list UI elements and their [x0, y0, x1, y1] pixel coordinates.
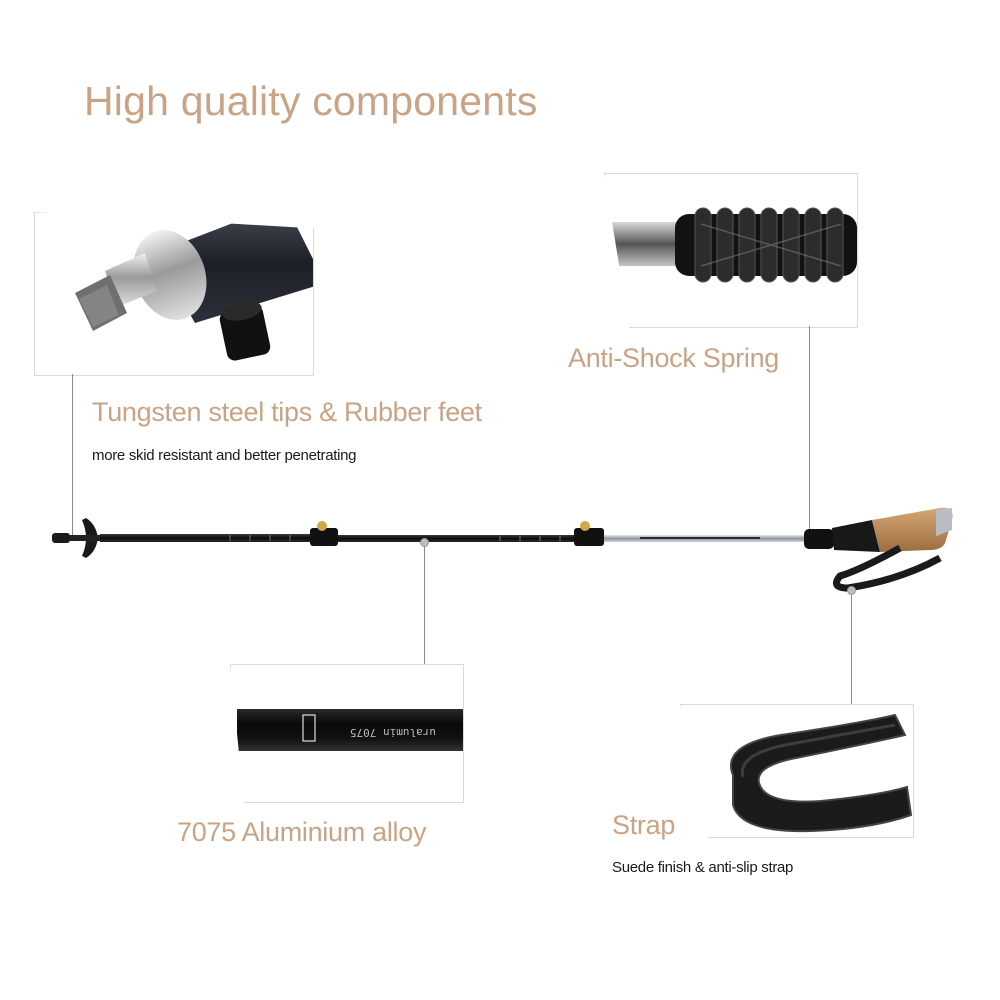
alloy-callout-line [424, 542, 425, 664]
aluminium-shaft-image: uralumin 7075 [237, 709, 463, 751]
tips-callout-line [72, 374, 73, 536]
page-title: High quality components [84, 78, 538, 124]
alloy-detail-panel: uralumin 7075 [230, 664, 464, 803]
strap-callout-line [851, 590, 852, 704]
tips-feature-description: more skid resistant and better penetrati… [92, 447, 357, 464]
anti-shock-spring-image [605, 207, 857, 283]
spring-callout-line [809, 326, 810, 532]
spring-detail-panel [604, 173, 858, 328]
shaft-engraving-text: uralumin 7075 [350, 726, 436, 739]
alloy-feature-label: 7075 Aluminium alloy [177, 817, 427, 847]
strap-feature-description: Suede finish & anti-slip strap [612, 859, 794, 876]
strap-detail-panel [680, 704, 914, 838]
alloy-callout-dot [420, 538, 429, 547]
strap-feature-label: Strap [612, 810, 676, 840]
spring-feature-label: Anti-Shock Spring [568, 343, 780, 373]
tips-feature-label: Tungsten steel tips & Rubber feet [92, 397, 482, 427]
strap-callout-dot [847, 586, 856, 595]
strap-image [730, 713, 913, 833]
tungsten-tip-image [75, 213, 313, 361]
tips-detail-panel [34, 212, 314, 376]
trekking-pole-image [52, 507, 953, 592]
